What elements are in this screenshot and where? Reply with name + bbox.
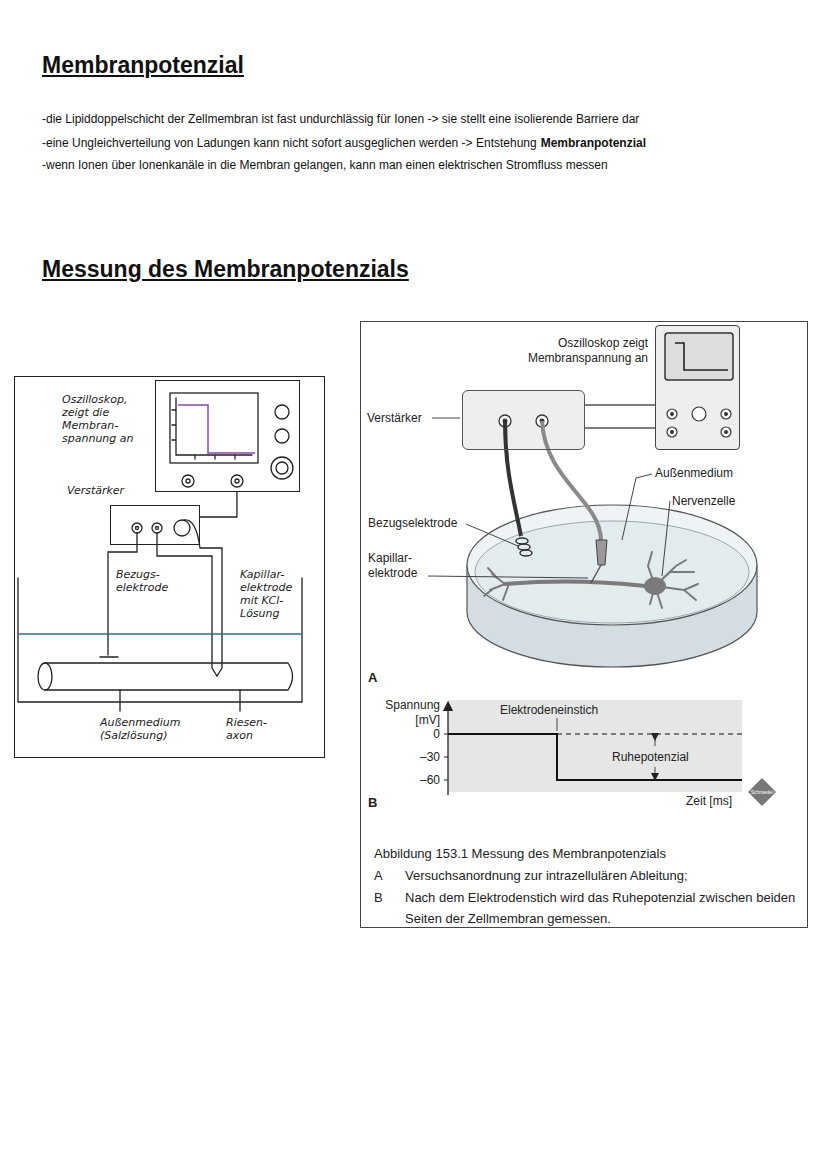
part-label: Bezugs- elektrode bbox=[116, 568, 178, 594]
part-label: Nervenzelle bbox=[672, 494, 782, 509]
device-label: Oszilloskop, zeigt die Membran- spannung… bbox=[62, 393, 144, 445]
bold-term: Membranpotenzial bbox=[541, 136, 646, 150]
axis-label: Zeit [ms] bbox=[686, 794, 746, 809]
tick-label: –60 bbox=[410, 773, 440, 788]
part-label: Kapillar- elektrode bbox=[368, 551, 428, 581]
device-label: Verstärker bbox=[67, 484, 137, 497]
bullet-text: -eine Ungleichverteilung von Ladungen ka… bbox=[42, 135, 646, 151]
graph-label: Elektrodeneinstich bbox=[500, 703, 620, 718]
bullet-text: -die Lipiddoppelschicht der Zellmembran … bbox=[42, 111, 639, 127]
section-heading: Messung des Membranpotenzials bbox=[42, 256, 409, 283]
tick-label: –30 bbox=[410, 750, 440, 765]
cable-connector bbox=[585, 405, 655, 428]
device-label: Oszilloskop zeigt Membranspannung an bbox=[516, 336, 648, 366]
figure-letter: B bbox=[368, 795, 388, 810]
tick-label: 0 bbox=[410, 727, 440, 742]
oscilloscope-box: Oszilloskop, zeigt die Membran- spannung… bbox=[155, 380, 300, 492]
part-label: Riesen- axon bbox=[226, 716, 276, 742]
cable-connector bbox=[200, 492, 237, 517]
caption-letter: A bbox=[374, 865, 394, 886]
amplifier-box: Verstärker bbox=[110, 505, 200, 545]
watermark: Schroedel bbox=[744, 789, 780, 795]
caption-letter: B bbox=[374, 887, 394, 908]
caption-text: Nach dem Elektrodenstich wird das Ruhepo… bbox=[405, 887, 800, 929]
device-label: Verstärker bbox=[367, 411, 431, 426]
graph-label: Ruhepotenzial bbox=[612, 750, 712, 765]
part-label: Bezugselektrode bbox=[368, 516, 468, 531]
figure-caption: Abbildung 153.1 Messung des Membranpoten… bbox=[374, 843, 794, 864]
part-label: Außenmedium (Salzlösung) bbox=[100, 716, 210, 742]
caption-text: Versuchsanordnung zur intrazellulären Ab… bbox=[405, 865, 800, 886]
page-heading: Membranpotenzial bbox=[42, 52, 244, 79]
figure-letter: A bbox=[368, 670, 388, 685]
axis-label: Spannung [mV] bbox=[380, 698, 440, 728]
oscilloscope-device: Oszilloskop zeigt Membranspannung an bbox=[655, 325, 740, 450]
amplifier-device: Verstärker bbox=[462, 390, 585, 450]
bullet-text: -wenn Ionen über Ionenkanäle in die Memb… bbox=[42, 157, 608, 173]
part-label: Außenmedium bbox=[655, 466, 765, 481]
part-label: Kapillar- elektrode mit KCl- Lösung bbox=[240, 568, 310, 620]
